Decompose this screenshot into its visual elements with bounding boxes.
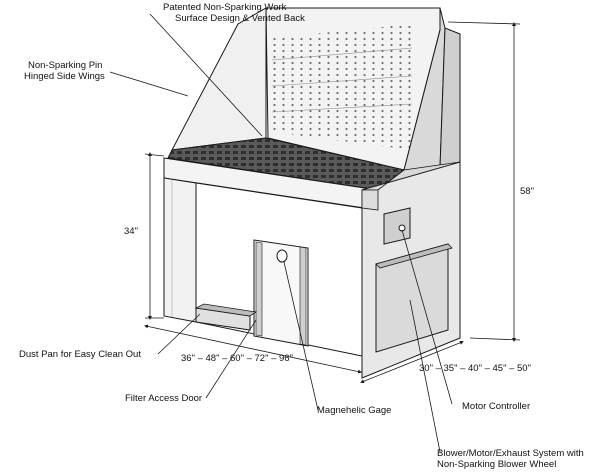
depth-options-dimension: 30" – 35" – 40" – 45" – 50" bbox=[419, 363, 531, 374]
motor-controller-box bbox=[383, 207, 411, 245]
blower-cabinet-box bbox=[375, 243, 453, 353]
magnehelic-gage-callout: Magnehelic Gage bbox=[317, 405, 392, 416]
surface-height-dimension: 34" bbox=[124, 226, 138, 237]
filter-access-door bbox=[253, 239, 309, 347]
left-side-wing bbox=[171, 7, 267, 151]
width-options-dimension: 36" – 48" – 60" – 72" – 96" bbox=[181, 353, 293, 364]
leader-lines bbox=[109, 13, 453, 453]
dimension-lines bbox=[144, 21, 521, 384]
work-surface-callout-line1: Patented Non-Sparking Work bbox=[163, 2, 287, 13]
vented-back-panel bbox=[265, 7, 441, 171]
work-surface-callout-line2: Surface Design & Vented Back bbox=[175, 13, 305, 24]
blower-callout-line1: Blower/Motor/Exhaust System with bbox=[437, 448, 584, 459]
right-side-wing bbox=[403, 7, 461, 171]
side-wings-callout-line1: Non-Sparking Pin bbox=[28, 60, 103, 71]
side-wings-callout-line2: Hinged Side Wings bbox=[24, 71, 105, 82]
left-leg bbox=[163, 177, 197, 323]
blower-callout-line2: Non-Sparking Blower Wheel bbox=[437, 459, 557, 470]
filter-door-callout: Filter Access Door bbox=[125, 393, 203, 404]
total-height-dimension: 58" bbox=[520, 186, 534, 197]
dust-pan-callout: Dust Pan for Easy Clean Out bbox=[19, 349, 141, 360]
motor-controller-callout: Motor Controller bbox=[462, 401, 531, 412]
